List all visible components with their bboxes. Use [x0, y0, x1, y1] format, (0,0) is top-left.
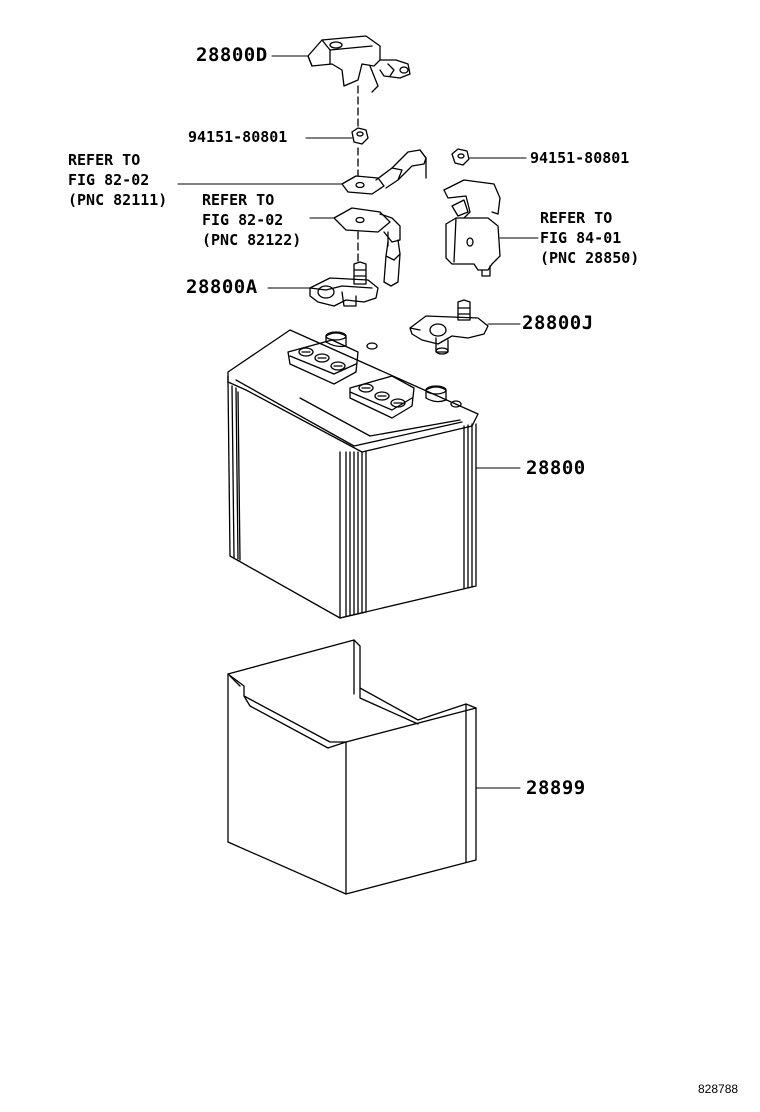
part-label-28800: 28800	[526, 457, 586, 479]
refer-note-28850: REFER TO FIG 84-01 (PNC 28850)	[540, 208, 639, 268]
refer-note-line: REFER TO	[68, 151, 141, 169]
refer-note-line: REFER TO	[540, 209, 613, 227]
refer-note-line: (PNC 28850)	[540, 249, 640, 267]
part-label-28800a: 28800A	[186, 276, 258, 298]
figure-id: 828788	[698, 1082, 739, 1096]
battery-28800	[228, 330, 478, 618]
refer-note-82111: REFER TO FIG 82-02 (PNC 82111)	[68, 150, 167, 210]
cable-terminal-82111	[342, 150, 426, 194]
part-label-94151-right: 94151-80801	[530, 149, 630, 167]
refer-note-line: (PNC 82111)	[68, 191, 168, 209]
part-label-28800d: 28800D	[196, 44, 268, 66]
cable-terminal-82122	[334, 208, 400, 286]
refer-note-line: REFER TO	[202, 191, 275, 209]
part-label-28800j: 28800J	[522, 312, 594, 334]
part-label-94151-left: 94151-80801	[188, 128, 288, 146]
battery-tray-28899	[228, 640, 476, 894]
nut-right-94151	[452, 149, 469, 165]
leader-lines	[178, 56, 538, 788]
refer-note-line: FIG 84-01	[540, 229, 622, 247]
refer-note-line: FIG 82-02	[202, 211, 284, 229]
refer-note-82122: REFER TO FIG 82-02 (PNC 82122)	[202, 190, 301, 250]
terminal-cover-28800d	[308, 36, 410, 92]
part-label-28899: 28899	[526, 777, 586, 799]
nut-left-94151	[352, 128, 368, 144]
battery-clamp-28800j	[410, 300, 488, 354]
battery-clamp-28800a	[310, 262, 378, 306]
positive-terminal-cover-28850	[444, 180, 500, 276]
refer-note-line: (PNC 82122)	[202, 231, 302, 249]
refer-note-line: FIG 82-02	[68, 171, 150, 189]
